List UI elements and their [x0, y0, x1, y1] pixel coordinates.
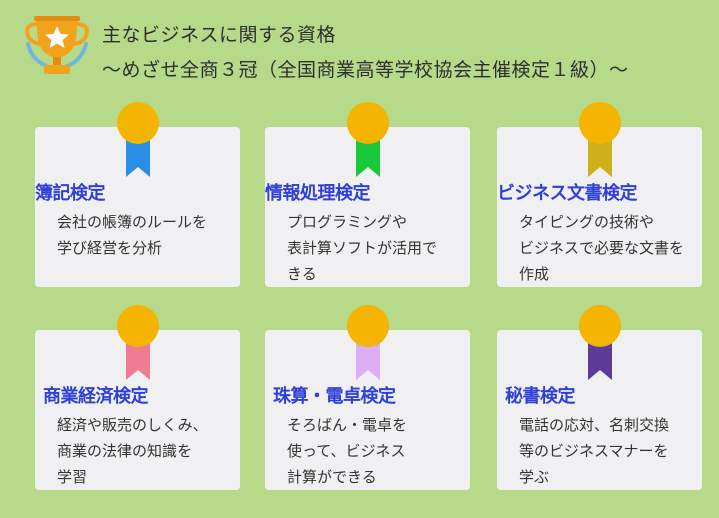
- medal-icon: [116, 102, 159, 177]
- medal-icon: [578, 102, 621, 177]
- card-description-line: 計算ができる: [287, 468, 377, 486]
- card-description-line: 学習: [57, 468, 88, 486]
- card-hisho: 秘書検定 電話の応対、名刺交換 等のビジネスマナーを 学ぶ: [497, 305, 702, 490]
- card-description-line: 会社の帳簿のルールを: [57, 213, 208, 231]
- card-description: タイピングの技術や ビジネスで必要な文書を 作成: [519, 209, 699, 287]
- card-description-line: きる: [287, 265, 317, 283]
- card-description: 経済や販売のしくみ、 商業の法律の知識を 学習: [57, 412, 237, 490]
- page-subtitle: ～めざせ全商３冠（全国商業高等学校協会主催検定１級）～: [102, 59, 629, 81]
- medal-icon: [346, 102, 389, 177]
- card-description-line: プログラミングや: [287, 213, 408, 231]
- header: 主なビジネスに関する資格 ～めざせ全商３冠（全国商業高等学校協会主催検定１級）～: [22, 10, 712, 90]
- card-description-line: ビジネスで必要な文書を: [519, 239, 685, 257]
- card-title: 商業経済検定: [43, 382, 150, 408]
- card-description-line: そろばん・電卓を: [287, 416, 408, 434]
- card-joho: 情報処理検定 プログラミングや 表計算ソフトが活用で きる: [265, 102, 470, 287]
- card-description-line: 商業の法律の知識を: [57, 442, 193, 460]
- card-title: 情報処理検定: [265, 179, 372, 205]
- card-shuzan-dentaku: 珠算・電卓検定 そろばん・電卓を 使って、ビジネス 計算ができる: [265, 305, 470, 490]
- card-title: 簿記検定: [35, 179, 107, 205]
- card-description-line: 作成: [519, 265, 550, 283]
- card-description-line: 使って、ビジネス: [287, 442, 406, 460]
- card-description-line: 等のビジネスマナーを: [519, 442, 669, 460]
- card-title: 珠算・電卓検定: [273, 382, 398, 408]
- card-description-line: 電話の応対、名刺交換: [519, 416, 670, 434]
- card-description-line: 経済や販売のしくみ、: [57, 416, 208, 434]
- card-description: そろばん・電卓を 使って、ビジネス 計算ができる: [287, 412, 467, 490]
- card-description-line: 学ぶ: [519, 468, 550, 486]
- medal-icon: [578, 305, 621, 380]
- card-description-line: タイピングの技術や: [519, 213, 655, 231]
- card-shogyo-keizai: 商業経済検定 経済や販売のしくみ、 商業の法律の知識を 学習: [35, 305, 240, 490]
- card-description: 電話の応対、名刺交換 等のビジネスマナーを 学ぶ: [519, 412, 699, 490]
- card-business-bunsho: ビジネス文書検定 タイピングの技術や ビジネスで必要な文書を 作成: [497, 102, 702, 287]
- card-description-line: 表計算ソフトが活用で: [287, 239, 438, 257]
- card-title: 秘書検定: [505, 382, 577, 408]
- page-title: 主なビジネスに関する資格: [102, 24, 337, 46]
- card-title: ビジネス文書検定: [497, 179, 639, 205]
- card-description: 会社の帳簿のルールを 学び経営を分析: [57, 209, 237, 261]
- medal-icon: [346, 305, 389, 380]
- medal-icon: [116, 305, 159, 380]
- card-description: プログラミングや 表計算ソフトが活用で きる: [287, 209, 467, 287]
- trophy-star-icon: [25, 16, 89, 74]
- card-description-line: 学び経営を分析: [57, 239, 163, 257]
- card-boki: 簿記検定 会社の帳簿のルールを 学び経営を分析: [35, 102, 240, 287]
